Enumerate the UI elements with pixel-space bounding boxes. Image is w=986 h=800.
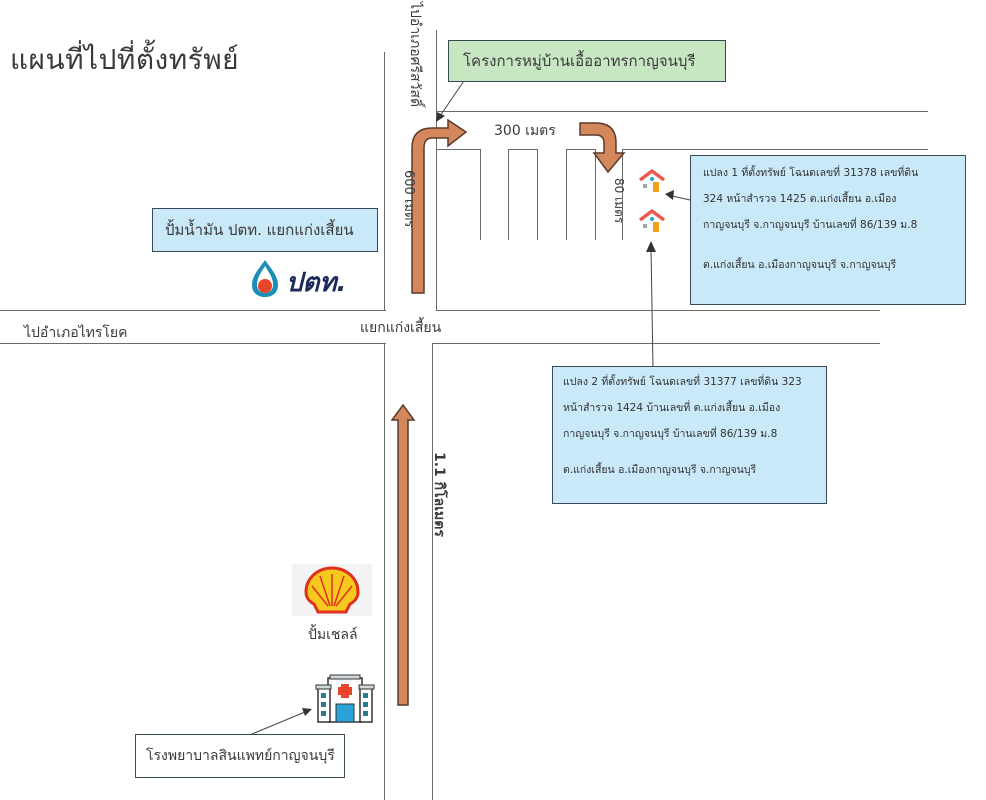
plot1-line: 324 หน้าสำรวจ 1425 ต.แก่งเสี้ยน อ.เมือง <box>703 193 897 205</box>
pointer-hospital <box>251 711 306 735</box>
ptt-label-box: ปั้มน้ำมัน ปตท. แยกแก่งเสี้ยน <box>152 208 378 252</box>
plot2-info-box: แปลง 2 ที่ตั้งทรัพย์ โฉนดเลขที่ 31377 เล… <box>552 366 827 504</box>
village-label-box: โครงการหมู่บ้านเอื้ออาทรกาญจนบุรี <box>448 40 726 82</box>
road-ns-right-edge-lower <box>432 343 433 800</box>
west-road-label: ไปอำเภอไทรโยค <box>24 325 128 341</box>
ptt-flame-icon <box>252 260 278 297</box>
page-title: แผนที่ไปที่ตั้งทรัพย์ <box>10 43 240 76</box>
plot2-line: กาญจนบุรี จ.กาญจนบุรี บ้านเลขที่ 86/139 … <box>563 428 778 440</box>
city-block-3 <box>566 149 596 240</box>
distance-soi-80m: 80 เมตร <box>612 178 626 224</box>
road-ew-bottom-edge-west <box>0 343 386 344</box>
junction-label: แยกแก่งเสี้ยน <box>360 320 442 336</box>
road-ew-bottom-edge-east <box>432 343 880 344</box>
city-block-2 <box>508 149 538 240</box>
ptt-logo-text: ปตท. <box>286 268 347 298</box>
plot1-line <box>703 238 965 252</box>
shell-logo <box>292 564 372 616</box>
plot1-line: กาญจนบุรี จ.กาญจนบุรี บ้านเลขที่ 86/139 … <box>703 219 918 231</box>
plot2-line: หน้าสำรวจ 1424 บ้านเลขที่ ต.แก่งเสี้ยน อ… <box>563 402 781 414</box>
ptt-label: ปั้มน้ำมัน ปตท. แยกแก่งเสี้ยน <box>165 221 354 239</box>
house-icon-plot1 <box>638 169 666 192</box>
pointer-plot1-head <box>665 190 674 200</box>
pointer-plot2 <box>650 249 654 367</box>
village-road-bottom-edge <box>622 149 928 150</box>
road-soi-east-edge <box>622 149 623 240</box>
route-arrow-south-long <box>390 403 416 706</box>
village-label: โครงการหมู่บ้านเอื้ออาทรกาญจนบุรี <box>463 52 696 70</box>
plot2-line: ต.แก่งเสี้ยน อ.เมืองกาญจนบุรี จ.กาญจนบุร… <box>563 464 757 476</box>
route-arrow-north-turn <box>411 118 468 294</box>
distance-south-1-1km: 1.1 กิโลเมตร <box>431 452 447 537</box>
ptt-logo: ปตท. <box>250 258 360 298</box>
plot1-info-box: แปลง 1 ที่ตั้งทรัพย์ โฉนดเลขที่ 31378 เล… <box>690 155 966 305</box>
pointer-village-head <box>436 112 445 122</box>
pointer-plot1 <box>671 195 691 201</box>
plot1-line: ต.แก่งเสี้ยน อ.เมืองกาญจนบุรี จ.กาญจนบุร… <box>703 259 897 271</box>
shell-label: ปั้มเชลล์ <box>308 627 358 643</box>
distance-north-600m: 600 เมตร <box>401 170 416 228</box>
village-road-top-edge <box>436 111 928 112</box>
plot2-line: แปลง 2 ที่ตั้งทรัพย์ โฉนดเลขที่ 31377 เล… <box>563 376 802 388</box>
house-icon-plot2 <box>638 209 666 232</box>
hospital-icon <box>315 674 375 723</box>
distance-east-300m: 300 เมตร <box>494 123 556 139</box>
pointer-plot2-head <box>646 241 656 252</box>
route-arrow-east-turn <box>579 122 626 174</box>
road-ew-top-edge-west <box>0 310 386 311</box>
plot2-line <box>563 447 826 457</box>
hospital-label-box: โรงพยาบาลสินแพทย์กาญจนบุรี <box>135 734 345 778</box>
road-ew-top-edge-east <box>436 310 880 311</box>
hospital-label: โรงพยาบาลสินแพทย์กาญจนบุรี <box>146 748 335 764</box>
shell-icon <box>304 566 360 614</box>
pointer-hospital-head <box>302 708 312 716</box>
city-block-1 <box>436 149 481 240</box>
road-ns-left-edge-lower <box>384 343 385 800</box>
road-ns-left-edge-upper <box>384 52 385 310</box>
plot1-line: แปลง 1 ที่ตั้งทรัพย์ โฉนดเลขที่ 31378 เล… <box>703 167 919 179</box>
